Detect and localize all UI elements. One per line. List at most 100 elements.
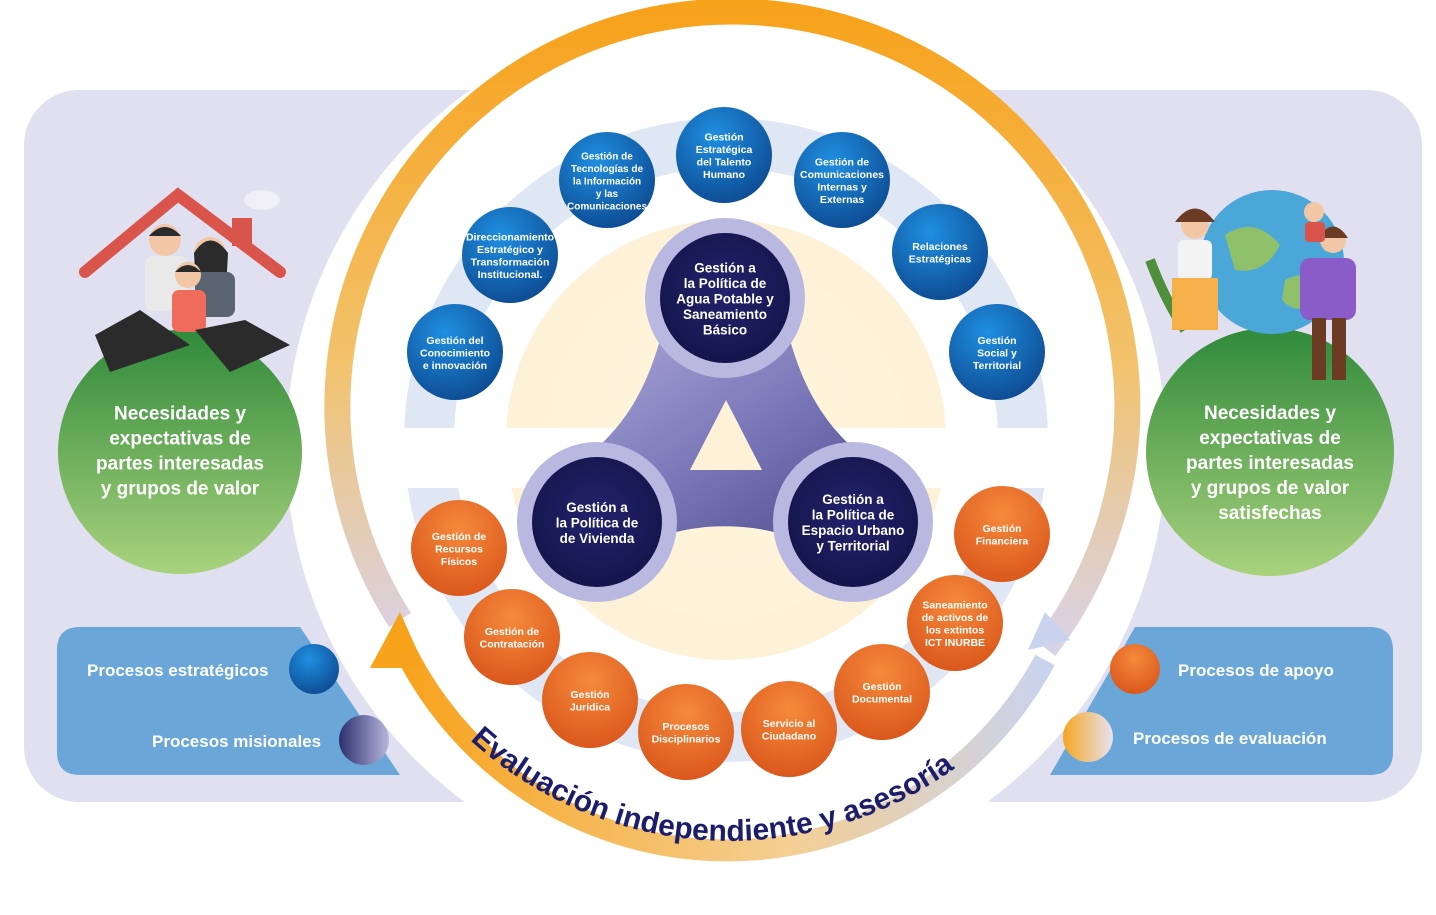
strategic-process-node-circle [794,132,890,228]
text-line: la Política de [812,508,895,523]
support-process-node-circle [638,684,734,780]
legend-strategic-swatch [289,644,339,694]
text-line: expectativas de [1199,428,1341,449]
text-line: Gestión [704,132,743,144]
text-line: Saneamiento [922,600,987,612]
text-line: Conocimiento [420,347,490,359]
text-line: Financiera [976,536,1029,548]
text-line: Contratación [480,639,545,651]
text-line: Gestión del [426,335,483,347]
text-line: Necesidades y [114,403,246,424]
text-line: de activos de [922,612,989,624]
text-line: Comunicaciones [800,169,884,181]
text-line: Básico [703,322,747,337]
text-line: Gestión a [822,492,884,507]
support-process-node-circle [542,652,638,748]
support-process-node-circle [954,486,1050,582]
text-line: la Información [573,176,641,187]
text-line: Espacio Urbano [802,523,905,538]
text-line: Humano [703,169,745,181]
text-line: Estratégica [696,144,753,156]
text-line: Servicio al [763,718,816,730]
text-line: Documental [852,694,912,706]
text-line: Gestión [982,523,1021,535]
text-line: Comunicaciones [567,201,647,212]
family-illustration [79,187,290,372]
text-line: e innovación [423,360,487,372]
text-line: Institucional. [478,269,543,281]
legend-support-swatch [1110,644,1160,694]
text-line: Gestión de [581,151,633,162]
text-line: los extintos [926,625,985,637]
text-line: Social y [977,347,1017,359]
strategic-process-node-circle [407,304,503,400]
text-line: y las [596,189,619,200]
text-line: de Vivienda [560,531,635,546]
text-line: Externas [820,194,865,206]
text-line: expectativas de [109,428,251,449]
text-line: Jurídica [570,702,610,714]
left-green-circle [58,330,302,574]
text-line: Estratégico y [477,244,543,256]
text-line: ICT INURBE [925,637,985,649]
text-line: y Territorial [816,539,889,554]
text-line: Gestión [862,681,901,693]
text-line: Territorial [973,360,1021,372]
legend-support-label: Procesos de apoyo [1178,661,1334,680]
text-line: Físicos [441,556,477,568]
text-line: Gestión a [566,500,628,515]
text-line: Gestión a [694,260,756,275]
earth-illustration [1145,190,1356,380]
text-line: Transformación [471,257,550,269]
strategic-process-node-circle [462,207,558,303]
text-line: Necesidades y [1204,403,1336,424]
support-process-node-circle [907,575,1003,671]
text-line: del Talento [697,157,752,169]
support-process-node-circle [411,500,507,596]
strategic-process-node-circle [676,107,772,203]
text-line: Procesos [662,721,709,733]
evaluation-arc-bottom [389,635,1055,862]
text-line: Recursos [435,543,483,555]
text-line: y grupos de valor [1191,478,1350,499]
text-line: Direccionamiento [466,232,554,244]
text-line: Relaciones [912,241,968,253]
strategic-process-node-circle [559,132,655,228]
support-process-node-circle [834,644,930,740]
text-line: Estratégicas [909,254,972,266]
text-line: Gestión [977,335,1016,347]
strategic-process-node-circle [949,304,1045,400]
strategic-process-node-circle [892,204,988,300]
text-line: Ciudadano [762,731,816,743]
